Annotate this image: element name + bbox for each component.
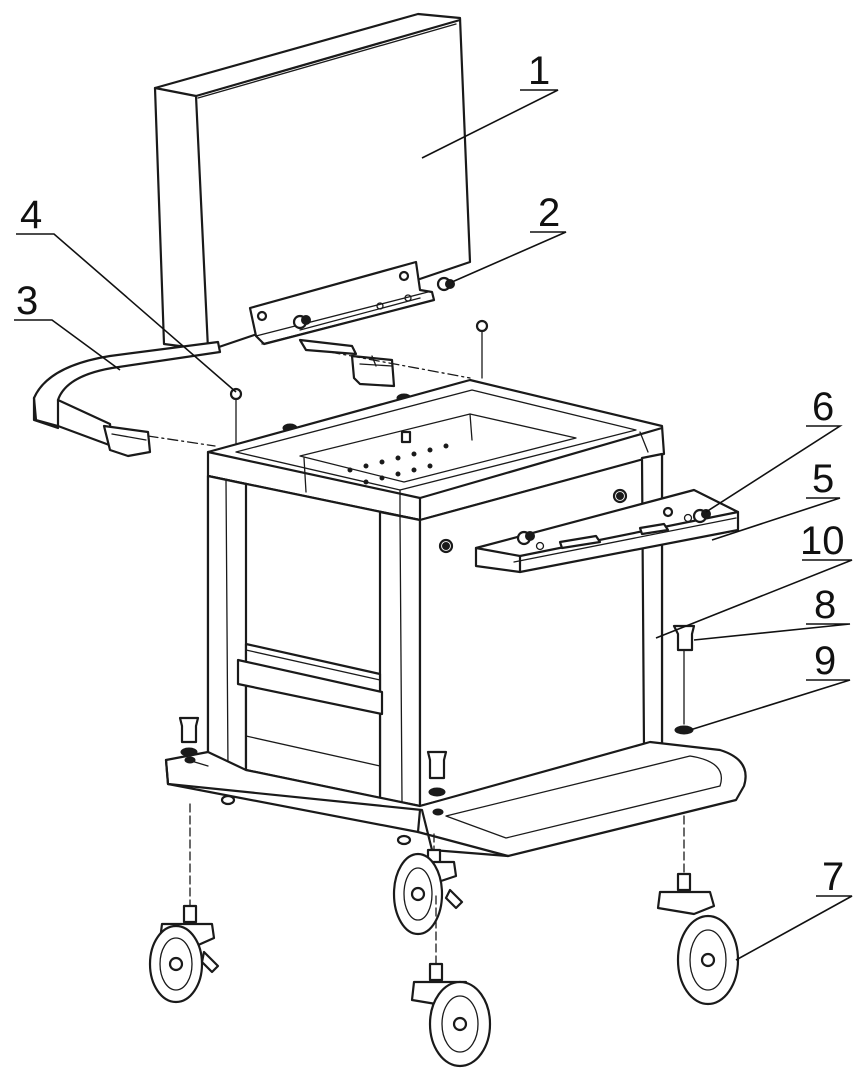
callout-5: 5 <box>812 457 834 501</box>
top-panel <box>153 12 472 352</box>
cabinet-body <box>206 378 666 808</box>
bottom-frame <box>164 740 747 858</box>
callout-labels: 1 2 3 4 5 6 7 8 9 10 <box>16 49 845 899</box>
callout-4: 4 <box>20 193 42 237</box>
callout-1: 1 <box>528 49 550 93</box>
callout-10: 10 <box>800 519 845 563</box>
leader-lines <box>14 89 853 961</box>
top-handle-frame <box>32 338 396 458</box>
hinge-bracket <box>248 260 455 346</box>
interior-holes <box>347 430 449 485</box>
bottom-pins <box>178 624 696 797</box>
callout-7: 7 <box>822 855 844 899</box>
alignment-lines <box>147 351 471 447</box>
callout-8: 8 <box>814 583 836 627</box>
callout-3: 3 <box>16 279 38 323</box>
caster-wheels <box>148 803 740 1068</box>
callout-6: 6 <box>812 385 834 429</box>
callout-9: 9 <box>814 639 836 683</box>
side-tray-bracket <box>474 488 740 574</box>
callout-2: 2 <box>538 191 560 235</box>
